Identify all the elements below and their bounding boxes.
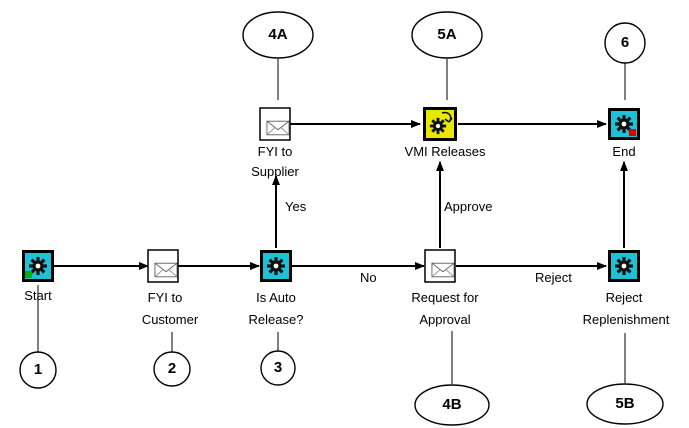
callout-5a: 5A <box>437 26 457 43</box>
reject-replenishment-label-line1: Reject <box>605 290 643 305</box>
callout-5b: 5B <box>615 395 635 412</box>
request-approval-label-line2: Approval <box>419 312 471 327</box>
callout-3-shape <box>260 350 296 386</box>
callout-4b-shape <box>414 384 490 426</box>
auto-release-label-line1: Is Auto <box>256 290 296 305</box>
callout-1: 1 <box>33 361 43 378</box>
request-approval-label-line1: Request for <box>411 290 479 305</box>
callout-6-shape <box>604 22 646 64</box>
callout-1-shape <box>19 351 57 389</box>
edge-label-no: No <box>360 270 377 285</box>
fyi-supplier-label-line2: Supplier <box>251 164 299 179</box>
callout-3: 3 <box>273 359 283 376</box>
callout-5b-shape <box>586 383 664 425</box>
auto-release-label-line2: Release? <box>248 312 304 327</box>
callout-4a-shape <box>242 11 314 59</box>
start-node-icon[interactable] <box>22 250 54 282</box>
callout-5a-shape <box>411 11 483 59</box>
vmi-releases-node-icon[interactable] <box>423 107 457 141</box>
vmi-releases-label: VMI Releases <box>404 144 486 159</box>
callout-2-shape <box>153 351 191 387</box>
edge-label-yes: Yes <box>285 199 307 214</box>
fyi-customer-node-icon[interactable] <box>147 249 179 283</box>
callout-leaders <box>37 59 626 384</box>
reject-replenishment-label-line2: Replenishment <box>582 312 670 327</box>
callout-4a: 4A <box>268 26 288 43</box>
edge-label-reject: Reject <box>535 270 572 285</box>
auto-release-node-icon[interactable] <box>260 250 292 282</box>
callout-6: 6 <box>620 34 630 51</box>
start-node-label: Start <box>24 288 52 303</box>
fyi-supplier-label-line1: FYI to <box>257 144 293 159</box>
reject-replenishment-node-icon[interactable] <box>608 250 640 282</box>
edge-label-approve: Approve <box>444 199 493 214</box>
end-node-label: End <box>612 144 636 159</box>
request-approval-node-icon[interactable] <box>424 249 456 283</box>
fyi-customer-label-line1: FYI to <box>147 290 183 305</box>
callout-2: 2 <box>167 360 177 377</box>
end-node-icon[interactable] <box>608 108 640 140</box>
callout-shapes <box>19 11 664 426</box>
fyi-supplier-node-icon[interactable] <box>259 107 291 141</box>
callout-4b: 4B <box>442 396 462 413</box>
connectors <box>54 120 628 270</box>
fyi-customer-label-line2: Customer <box>141 312 199 327</box>
